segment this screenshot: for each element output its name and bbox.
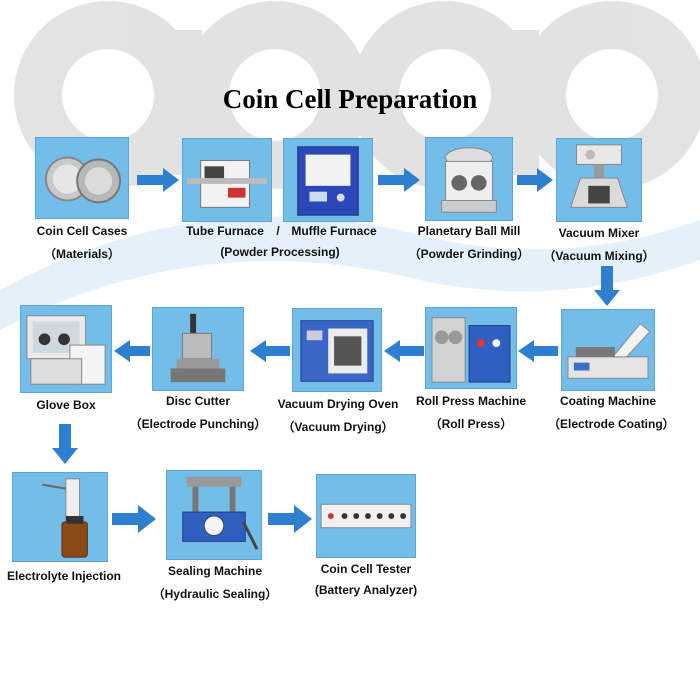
step-sublabel: （Vacuum Drying） <box>282 420 394 434</box>
disc-cutter-icon <box>152 307 244 391</box>
step-label: Roll Press Machine <box>415 394 527 408</box>
step-sublabel: （Electrode Punching） <box>129 417 267 431</box>
step-sublabel: （Hydraulic Sealing） <box>152 587 278 601</box>
flow-arrow-left <box>518 340 558 362</box>
step-sublabel: （Materials） <box>43 247 121 261</box>
ball-mill-icon <box>425 137 513 221</box>
flow-arrow-right <box>378 168 420 192</box>
step-sublabel: （Roll Press） <box>429 417 513 431</box>
step-sublabel: （Powder Grinding） <box>408 247 530 261</box>
step-label: Coin Cell Tester <box>320 562 412 576</box>
step-label: Electrolyte Injection <box>6 569 122 583</box>
step-label: Coating Machine <box>559 394 656 408</box>
glove-box-icon <box>20 305 112 393</box>
flow-arrow-right <box>112 505 156 533</box>
step-label: Coin Cell Cases <box>36 224 128 238</box>
page-title: Coin Cell Preparation <box>222 84 478 114</box>
flow-arrow-left <box>250 340 290 362</box>
step-label: Muffle Furnace <box>291 224 377 238</box>
step-label: Tube Furnace <box>186 224 264 238</box>
step-label: Vacuum Mixer <box>558 226 640 240</box>
flow-arrow-right <box>517 168 553 192</box>
step-label: Vacuum Drying Oven <box>277 397 399 411</box>
flow-arrow-left <box>114 340 150 362</box>
step-label: Planetary Ball Mill <box>417 224 521 238</box>
step-sublabel: (Battery Analyzer) <box>314 583 418 597</box>
step-label: Disc Cutter <box>165 394 230 408</box>
drying-oven-icon <box>292 308 382 392</box>
separator: / <box>276 224 280 238</box>
coin-cells-icon <box>35 137 129 219</box>
flow-arrow-right <box>268 505 312 533</box>
flow-arrow-right <box>137 168 179 192</box>
tube-furnace-icon <box>182 138 272 222</box>
battery-tester-icon <box>316 474 416 558</box>
step-label: Sealing Machine <box>167 564 263 578</box>
step-sublabel: （Electrode Coating） <box>548 417 675 431</box>
muffle-furnace-icon <box>283 138 373 222</box>
step-label: Glove Box <box>36 398 96 412</box>
vacuum-mixer-icon <box>556 138 642 222</box>
pipette-icon <box>12 472 108 562</box>
step-sublabel: （Vacuum Mixing） <box>543 249 655 263</box>
flow-arrow-down <box>52 424 78 464</box>
flow-arrow-down <box>594 266 620 306</box>
roll-press-icon <box>425 307 517 389</box>
step-sublabel: (Powder Processing) <box>220 245 340 259</box>
coating-machine-icon <box>561 309 655 391</box>
sealing-machine-icon <box>166 470 262 560</box>
flow-arrow-left <box>384 340 424 362</box>
